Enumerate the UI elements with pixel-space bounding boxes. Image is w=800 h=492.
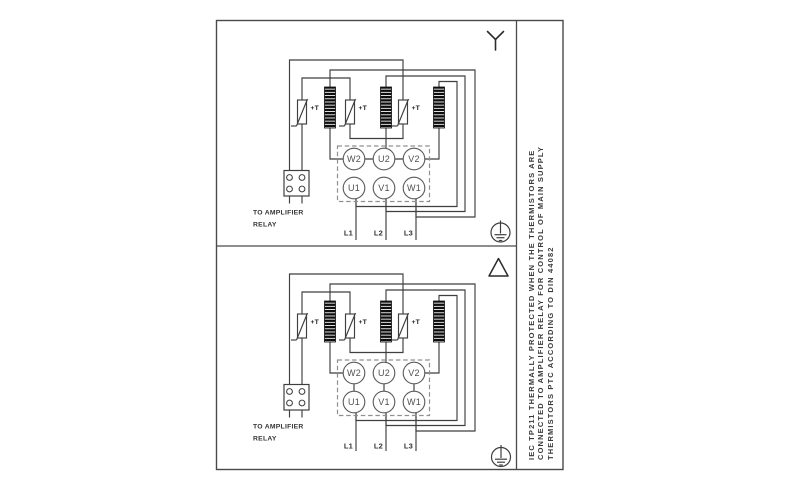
terminal-label: W2 (347, 154, 361, 164)
terminal-circle (402, 361, 426, 385)
terminal-label: W1 (407, 397, 421, 407)
thermistor-label: +T (311, 319, 320, 326)
ground-icon (490, 220, 511, 243)
wire (349, 338, 404, 354)
terminal-circle (372, 390, 396, 414)
supply-line-label: L1 (344, 442, 353, 451)
terminal-circle (402, 390, 426, 414)
terminal-label: U1 (348, 183, 360, 193)
relay-terminal (286, 399, 293, 407)
thermistor-diagonal (343, 312, 357, 341)
winding-coil (324, 300, 336, 343)
relay-block (283, 169, 310, 197)
terminal-box (336, 359, 431, 417)
wire (424, 342, 440, 374)
terminal-circle (372, 147, 396, 171)
terminal-circle (372, 176, 396, 200)
thermistor-diagonal (396, 312, 410, 341)
terminal-box (336, 145, 431, 203)
delta-icon (488, 257, 509, 277)
side-note: IEC TP211 THERMALLY PROTECTED WHEN THE T… (527, 130, 555, 460)
thermistor-label: +T (311, 105, 320, 112)
amplifier-relay-label: RELAY (253, 436, 277, 443)
relay-terminal (298, 388, 306, 395)
wire (349, 124, 404, 140)
wire (385, 289, 466, 427)
terminal-label: U2 (378, 154, 390, 164)
winding-coil (380, 300, 392, 343)
thermistor-diagonal (396, 98, 410, 127)
terminal-label: W2 (347, 368, 361, 378)
wire (385, 75, 466, 213)
relay-terminal (286, 388, 293, 395)
wire (301, 77, 351, 100)
terminal-label: U1 (348, 397, 360, 407)
side-note-line-2: CONNECTED TO AMPLIFIER RELAY FOR CONTROL… (536, 145, 546, 460)
wire (288, 273, 404, 385)
supply-line-label: L3 (404, 229, 413, 238)
thermistor-label: +T (359, 319, 368, 326)
supply-line-label: L2 (374, 229, 383, 238)
thermistor-label: +T (412, 105, 421, 112)
terminal-label: V1 (378, 397, 389, 407)
amplifier-relay-label: TO AMPLIFIER (253, 210, 304, 217)
side-note-line-3: THERMISTORS PTC ACCORDING TO DIN 44082 (545, 246, 555, 460)
terminal-label: V2 (408, 154, 419, 164)
terminal-label: U2 (378, 368, 390, 378)
side-note-line-1: IEC TP211 THERMALLY PROTECTED WHEN THE T… (527, 149, 536, 460)
terminal-circle (402, 176, 426, 200)
winding-coil (433, 86, 445, 129)
terminal-circle (342, 390, 366, 414)
amplifier-relay-label: TO AMPLIFIER (253, 424, 304, 431)
terminal-circle (402, 147, 426, 171)
supply-line-label: L2 (374, 442, 383, 451)
relay-terminal (286, 174, 293, 181)
relay-terminal (298, 185, 306, 193)
terminal-circle (342, 361, 366, 385)
thermistor-diagonal (343, 98, 357, 127)
relay-terminal (298, 399, 306, 407)
thermistor-diagonal (295, 312, 309, 341)
winding-coil (324, 86, 336, 129)
relay-terminal (286, 185, 293, 193)
terminal-circle (372, 361, 396, 385)
supply-line-label: L1 (344, 229, 353, 238)
terminal-circle (342, 176, 366, 200)
wire (301, 291, 351, 314)
outer-frame (215, 19, 564, 471)
terminal-label: V1 (378, 183, 389, 193)
star-icon (486, 30, 505, 51)
terminal-label: W1 (407, 183, 421, 193)
winding-coil (380, 86, 392, 129)
thermistor-label: +T (412, 319, 421, 326)
wire (288, 59, 404, 171)
ground-icon (490, 445, 512, 468)
relay-block (283, 383, 310, 411)
amplifier-relay-label: RELAY (253, 222, 277, 229)
supply-line-label: L3 (404, 442, 413, 451)
thermistor-label: +T (359, 105, 368, 112)
terminal-label: V2 (408, 368, 419, 378)
winding-coil (433, 300, 445, 343)
thermistor-diagonal (295, 98, 309, 127)
wire (329, 342, 344, 374)
relay-terminal (298, 174, 306, 181)
terminal-circle (342, 147, 366, 171)
